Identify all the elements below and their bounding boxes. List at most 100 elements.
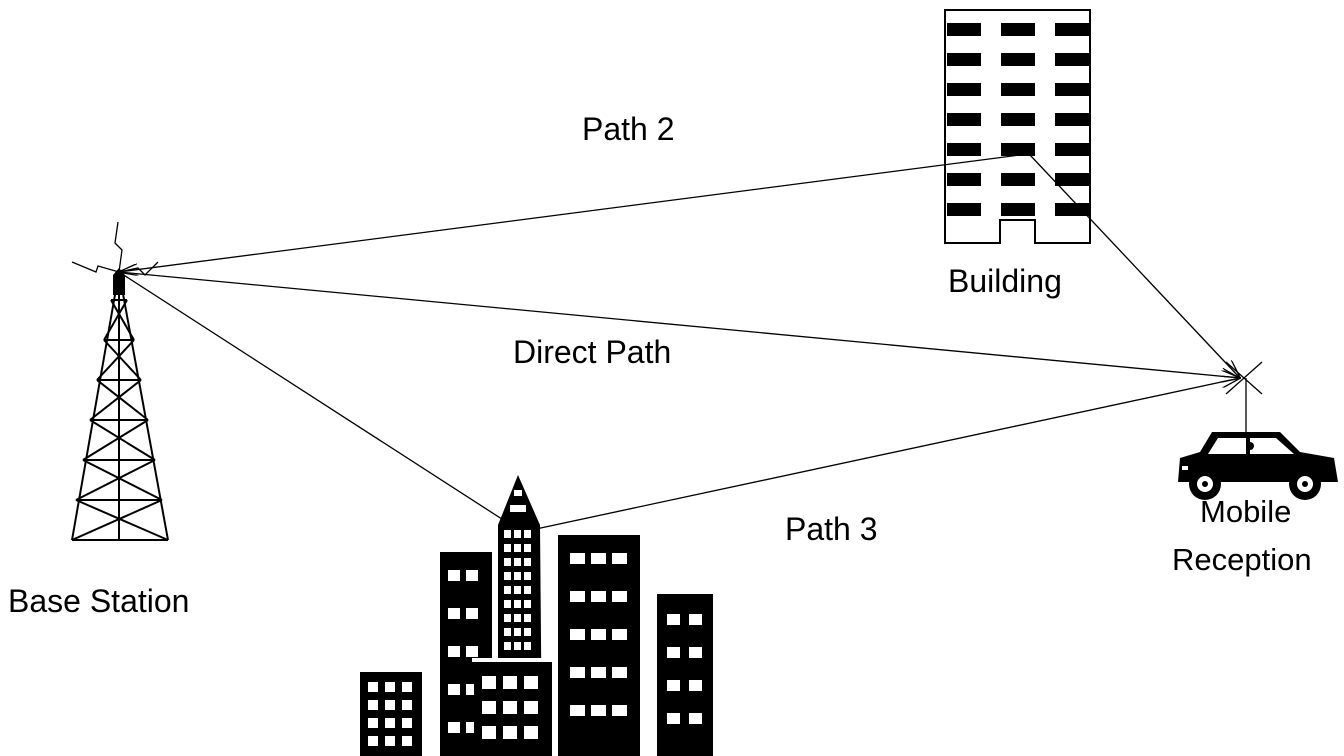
mobile-antenna-icon — [1225, 361, 1263, 432]
city-window — [570, 705, 585, 716]
city-window — [524, 586, 531, 594]
city-window — [385, 700, 395, 710]
path2-segment-to-mobile — [1029, 154, 1240, 378]
city-window — [448, 608, 460, 619]
city-window — [689, 680, 702, 691]
city-window — [466, 684, 478, 695]
city-window — [514, 642, 521, 650]
city-window — [689, 713, 702, 724]
city-window — [612, 553, 627, 564]
city-window — [667, 713, 680, 724]
building-window — [1001, 113, 1035, 126]
city-window — [570, 591, 585, 602]
city-window — [524, 600, 531, 608]
city-window — [504, 614, 511, 622]
city-window — [368, 682, 378, 692]
building-label: Building — [948, 263, 1062, 299]
city-window — [402, 718, 412, 728]
city-window — [385, 682, 395, 692]
city-window — [368, 736, 378, 746]
building-window — [947, 53, 981, 66]
building-window — [1001, 173, 1035, 186]
building-window — [1055, 203, 1089, 216]
city-window — [514, 572, 521, 580]
city-window — [591, 591, 606, 602]
city-window — [514, 558, 521, 566]
mobile-label-line1: Mobile — [1200, 494, 1291, 529]
direct-path-label: Direct Path — [513, 334, 671, 370]
base-station-tower-icon — [71, 268, 169, 541]
city-building — [657, 594, 713, 756]
building-icon — [944, 9, 1091, 244]
path2-label: Path 2 — [582, 111, 675, 147]
building-window — [947, 203, 981, 216]
city-window — [612, 629, 627, 640]
city-window — [570, 667, 585, 678]
city-window — [667, 680, 680, 691]
city-window — [385, 736, 395, 746]
city-window — [504, 642, 511, 650]
city-window — [612, 705, 627, 716]
direct-path-line — [118, 271, 1240, 378]
city-window — [612, 667, 627, 678]
city-window — [448, 646, 460, 657]
city-window — [448, 722, 460, 733]
city-window — [514, 530, 521, 538]
antenna-spark-icon — [71, 221, 159, 276]
city-building — [558, 535, 640, 756]
city-window — [510, 505, 526, 512]
city-window — [503, 701, 517, 714]
building-window — [947, 83, 981, 96]
building-window — [1001, 203, 1035, 216]
city-window — [524, 676, 538, 689]
building-window — [1055, 23, 1089, 36]
building-window — [1001, 83, 1035, 96]
city-window — [402, 736, 412, 746]
city-window — [503, 726, 517, 739]
path2-segment-to-building — [119, 154, 1021, 272]
city-window — [368, 700, 378, 710]
city-window — [514, 490, 522, 496]
city-window — [524, 726, 538, 739]
city-window — [524, 642, 531, 650]
city-window — [524, 558, 531, 566]
building-window — [1055, 83, 1089, 96]
city-window — [503, 676, 517, 689]
city-window — [504, 558, 511, 566]
building-window — [1055, 173, 1089, 186]
city-window — [504, 586, 511, 594]
city-window — [612, 591, 627, 602]
car-icon — [1178, 432, 1338, 500]
city-window — [514, 614, 521, 622]
building-window — [1055, 53, 1089, 66]
city-window — [689, 614, 702, 625]
city-window — [402, 682, 412, 692]
path3-segment-to-city — [118, 271, 523, 533]
city-window — [514, 600, 521, 608]
city-window — [482, 726, 496, 739]
mobile-label-line2: Reception — [1172, 542, 1312, 577]
city-window — [368, 718, 378, 728]
building-window — [947, 23, 981, 36]
base-station-label: Base Station — [8, 583, 189, 619]
city-window — [466, 570, 478, 581]
city-window — [570, 553, 585, 564]
path3-segment-to-mobile — [521, 378, 1240, 533]
city-window — [504, 530, 511, 538]
city-window — [504, 600, 511, 608]
city-window — [402, 700, 412, 710]
city-window — [570, 629, 585, 640]
city-window — [482, 701, 496, 714]
building-window — [1001, 23, 1035, 36]
city-outline — [472, 658, 554, 662]
building-window — [1001, 53, 1035, 66]
city-window — [466, 722, 478, 733]
city-window — [524, 628, 531, 636]
city-window — [482, 676, 496, 689]
building-window — [947, 113, 981, 126]
city-window — [524, 544, 531, 552]
city-window — [448, 570, 460, 581]
city-window — [591, 553, 606, 564]
city-window — [667, 614, 680, 625]
